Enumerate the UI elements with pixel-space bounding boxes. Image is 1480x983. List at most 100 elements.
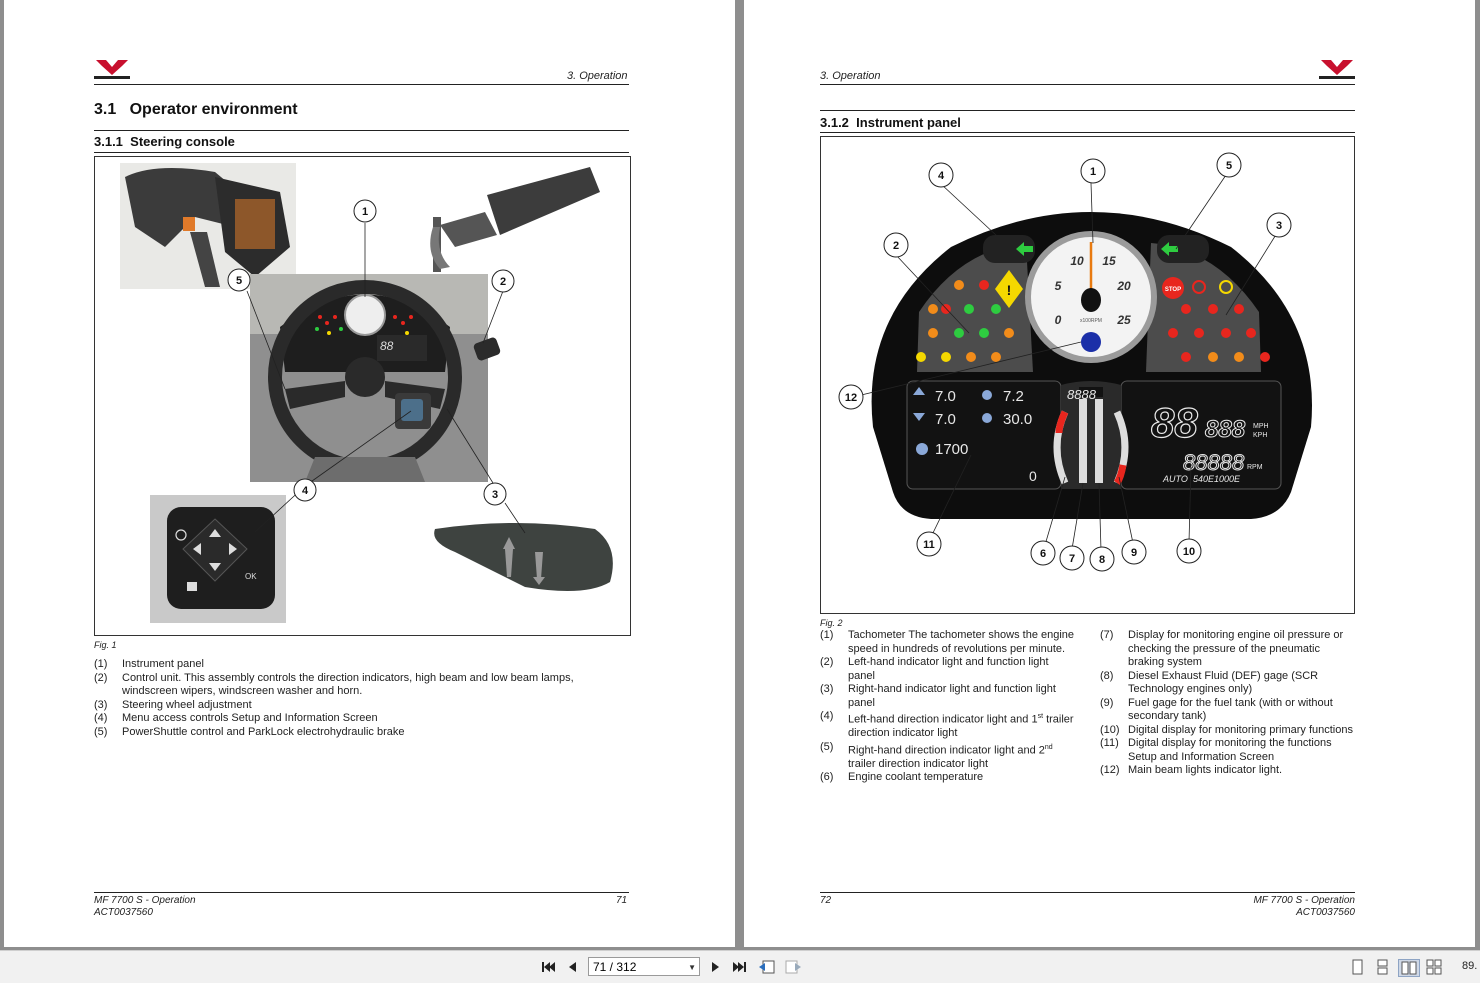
subsection-heading: 3.1.1 Steering console [94, 134, 235, 149]
legend-item: (3) Steering wheel adjustment [94, 699, 629, 713]
single-page-view-button[interactable] [1348, 959, 1366, 975]
footer-doc-id: ACT0037560 [1296, 907, 1355, 918]
legend-item: (1)Instrument panel [94, 658, 629, 672]
footer-left: MF 7700 S - Operation ACT0037560 [94, 895, 196, 919]
subsection-top-rule [820, 110, 1355, 111]
previous-view-button[interactable] [758, 959, 776, 975]
gauge-unit: x100RPM [1080, 318, 1102, 324]
gauge-tick-0: 0 [1055, 313, 1062, 327]
legend-item: (3) Right-hand indicator light and functi… [820, 683, 1076, 710]
figure-legend: (1)Instrument panel (2)Control unit. Thi… [94, 658, 629, 739]
massey-ferguson-logo [1319, 60, 1355, 79]
pto-label: 540E1000E [1193, 474, 1241, 484]
continuous-facing-icon [1426, 959, 1442, 975]
next-view-icon [785, 960, 801, 974]
continuous-facing-view-button[interactable] [1425, 959, 1443, 975]
callout-1: 1 [1090, 166, 1096, 178]
readout-1b: 7.2 [1003, 388, 1024, 405]
legend-num: (6) [820, 771, 834, 784]
callout-5: 5 [236, 275, 242, 287]
legend-item: (4)Left-hand direction indicator light a… [820, 710, 1076, 741]
continuous-view-button[interactable] [1373, 959, 1391, 975]
control-lever [430, 167, 600, 361]
svg-text:88: 88 [380, 339, 394, 353]
gauge-tick-5: 5 [1055, 279, 1062, 293]
steering-console-illustration: 88 [120, 163, 613, 623]
zoom-level[interactable]: 89. [1462, 960, 1478, 972]
legend-text: Right-hand indicator light and function … [848, 683, 1056, 709]
legend-text: Steering wheel adjustment [122, 698, 252, 711]
steering-adjustment-inset [434, 523, 613, 591]
segment-low: 88888 [1183, 450, 1245, 475]
page-number-input[interactable]: 71 / 312 ▼ [588, 957, 700, 976]
subsection-number: 3.1.2 [820, 115, 849, 130]
legend-item: (6)Engine coolant temperature [820, 771, 1076, 785]
footer-doc-id: ACT0037560 [94, 907, 153, 918]
previous-page-icon [569, 962, 576, 972]
legend-text: Menu access controls Setup and Informati… [122, 712, 378, 724]
next-view-button[interactable] [784, 959, 802, 975]
menu-controls-inset: OK [150, 495, 286, 623]
legend-item: (8)Diesel Exhaust Fluid (DEF) gage (SCR … [1100, 670, 1356, 697]
subsection-number: 3.1.1 [94, 134, 123, 149]
legend-num: (5) [820, 740, 834, 753]
figure-caption: Fig. 2 [820, 618, 843, 628]
legend-text: Left-hand direction indicator light and … [848, 710, 1076, 741]
running-header: 3. Operation [567, 70, 628, 82]
legend-text: Instrument panel [122, 658, 204, 670]
legend-num: (8) [1100, 669, 1114, 682]
legend-num: (3) [94, 698, 108, 711]
subsection-title: Instrument panel [856, 115, 961, 130]
running-header: 3. Operation [820, 70, 881, 82]
segment-mph: MPH [1253, 423, 1269, 430]
readout-zero: 0 [1029, 468, 1037, 484]
readout-1a: 7.0 [935, 388, 956, 405]
subsection-rule [94, 152, 629, 153]
legend-item: (5)PowerShuttle control and ParkLock ele… [94, 726, 629, 740]
callout-4: 4 [938, 170, 945, 182]
previous-page-button[interactable] [564, 959, 582, 975]
page-number: 71 [616, 895, 628, 906]
legend-text: Right-hand direction indicator light and… [848, 741, 1076, 772]
gauge-tick-25: 25 [1116, 313, 1131, 327]
subsection-heading: 3.1.2 Instrument panel [820, 115, 961, 130]
legend-superscript: st [1037, 713, 1044, 720]
facing-pages-icon [1401, 961, 1417, 975]
figure-callouts [227, 199, 515, 506]
legend-superscript: nd [1044, 743, 1053, 751]
footer-title: MF 7700 S - Operation [1253, 895, 1355, 906]
next-page-button[interactable] [706, 959, 724, 975]
legend-num: (3) [820, 683, 834, 695]
callout-2: 2 [500, 276, 506, 288]
callout-7: 7 [1069, 553, 1075, 565]
callout-9: 9 [1131, 547, 1137, 559]
steering-console-figure: 88 [94, 156, 631, 636]
legend-item: (7)Display for monitoring engine oil pre… [1100, 629, 1356, 670]
legend-item: (4)Menu access controls Setup and Inform… [94, 712, 629, 726]
callout-2: 2 [893, 240, 899, 252]
massey-ferguson-logo [94, 60, 130, 79]
callout-10: 10 [1183, 546, 1195, 558]
document-viewer: 3. Operation 3.1 Operator environment 3.… [4, 0, 1475, 947]
legend-text: Display for monitoring engine oil pressu… [1128, 629, 1344, 668]
segment-rpm: RPM [1247, 464, 1263, 471]
legend-num: (2) [820, 656, 834, 668]
page-indicator-text: 71 / 312 [593, 960, 637, 974]
previous-view-icon [759, 960, 775, 974]
last-page-button[interactable] [731, 959, 749, 975]
section-rule [94, 130, 629, 131]
callout-6: 6 [1040, 548, 1046, 560]
legend-num: (11) [1100, 737, 1119, 749]
viewer-toolbar: 71 / 312 ▼ 89. [0, 950, 1480, 983]
callout-5: 5 [1226, 160, 1232, 172]
legend-item: (12)Main beam lights indicator light. [1100, 764, 1356, 778]
continuous-page-icon [1377, 959, 1388, 975]
facing-pages-view-button[interactable] [1398, 959, 1420, 977]
callout-4: 4 [302, 485, 309, 497]
legend-num: (2) [94, 671, 108, 684]
first-page-button[interactable] [539, 959, 557, 975]
left-indicator-icons: ! [916, 270, 1023, 362]
section-number: 3.1 [94, 101, 117, 118]
figure-legend-right: (7)Display for monitoring engine oil pre… [1100, 629, 1356, 778]
right-indicator-icons: STOP [1162, 277, 1270, 362]
